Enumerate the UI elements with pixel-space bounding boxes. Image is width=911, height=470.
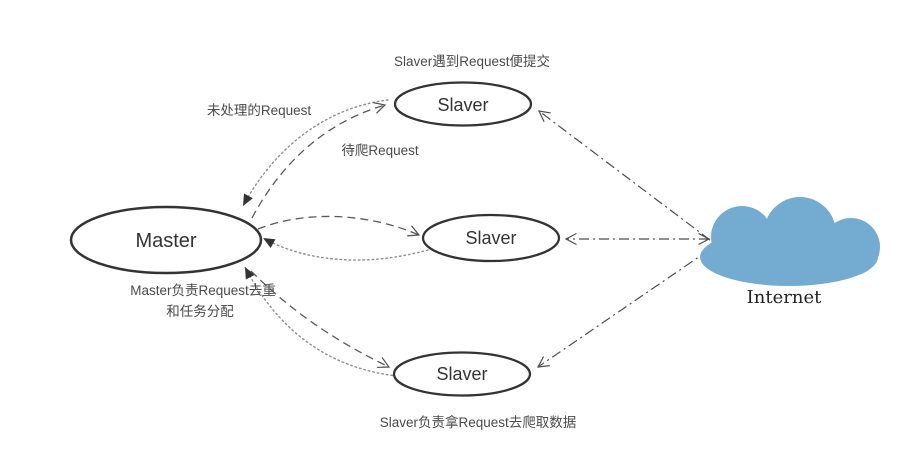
slaver-top-node — [393, 81, 533, 127]
slaver-submit-note: Slaver遇到Request便提交 — [394, 53, 550, 69]
slaver-mid-node — [421, 213, 561, 263]
edge-internet-to-slaver-top — [537, 110, 711, 241]
edge-master-to-slaver-top — [251, 102, 387, 219]
edge-master-to-slaver-mid — [257, 215, 421, 237]
unprocessed-request-label: 未处理的Request — [207, 103, 312, 118]
slaver-bottom-node — [392, 351, 532, 397]
master-note-line2: 和任务分配 — [166, 304, 234, 319]
edge-slaver-mid-to-master — [262, 237, 429, 261]
edge-slaver-top-to-master — [242, 99, 389, 207]
cloud-base — [700, 228, 878, 286]
master-node-label: Master — [135, 230, 196, 252]
edge-slaver-bottom-to-master — [244, 266, 398, 377]
slaver-bottom-node-label: Slaver — [436, 364, 487, 384]
slaver-top-node-label: Slaver — [437, 95, 488, 115]
pending-crawl-request-label: 待爬Request — [341, 143, 419, 158]
slaver-mid-node-label: Slaver — [465, 228, 516, 248]
internet-cloud-icon — [700, 197, 880, 286]
edge-internet-to-slaver-bottom — [536, 249, 710, 368]
edge-master-to-slaver-bottom — [250, 270, 391, 368]
internet-node-label: Internet — [747, 287, 822, 308]
master-note-line1: Master负责Request去重 — [130, 283, 276, 298]
slaver-crawl-note: Slaver负责拿Request去爬取数据 — [380, 414, 577, 430]
master-node — [69, 205, 263, 275]
